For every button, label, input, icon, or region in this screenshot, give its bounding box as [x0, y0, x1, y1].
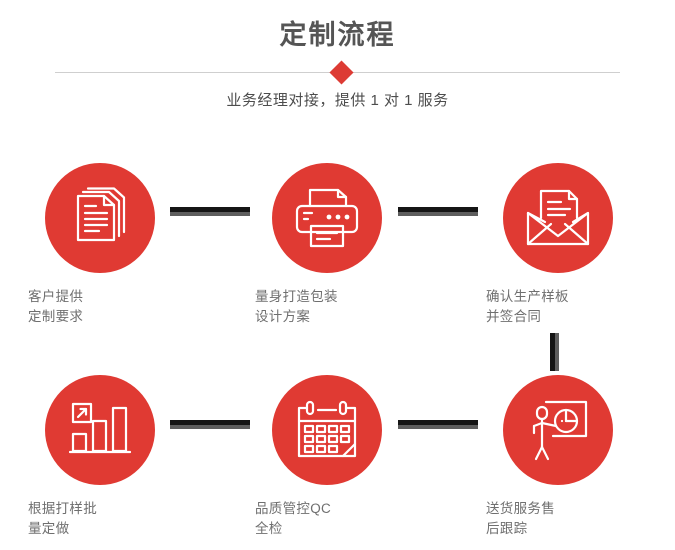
- step-4-label-line1: 根据打样批: [28, 501, 97, 516]
- step-3-label-line2: 并签合同: [486, 309, 542, 324]
- flow-step-4[interactable]: 根据打样批 量定做: [5, 375, 155, 539]
- step-3-circle[interactable]: [503, 163, 613, 273]
- header-section: 定制流程 业务经理对接，提供 1 对 1 服务: [0, 0, 675, 130]
- step-6-label-line2: 后跟踪: [486, 521, 528, 536]
- step-4-label-line2: 量定做: [28, 521, 70, 536]
- step-4-circle[interactable]: [45, 375, 155, 485]
- step-1-label: 客户提供 定制要求: [28, 287, 158, 327]
- step-2-label-line2: 设计方案: [255, 309, 311, 324]
- flow-step-3[interactable]: 确认生产样板 并签合同: [463, 163, 613, 327]
- step-5-label-line1: 品质管控QC: [255, 501, 332, 516]
- flow-step-2[interactable]: 量身打造包装 设计方案: [232, 163, 382, 327]
- connector-bar-dark: [550, 333, 555, 371]
- step-3-label-line1: 确认生产样板: [486, 289, 569, 304]
- connector-bar-dark: [398, 420, 478, 425]
- step-6-label-line1: 送货服务售: [486, 501, 555, 516]
- step-1-circle[interactable]: [45, 163, 155, 273]
- connector-bar-gray: [398, 212, 478, 216]
- step-1-label-line2: 定制要求: [28, 309, 84, 324]
- connector-bar-gray: [398, 425, 478, 429]
- step-1-label-line1: 客户提供: [28, 289, 84, 304]
- title-divider: [55, 60, 620, 85]
- diamond-icon: [329, 60, 354, 85]
- step-2-label: 量身打造包装 设计方案: [255, 287, 385, 327]
- step-2-label-line1: 量身打造包装: [255, 289, 338, 304]
- connector-step2-step3: [398, 207, 478, 216]
- flow-step-6[interactable]: 送货服务售 后跟踪: [463, 375, 613, 539]
- flow-step-1[interactable]: 客户提供 定制要求: [5, 163, 155, 327]
- calendar-icon: [295, 400, 359, 460]
- step-4-label: 根据打样批 量定做: [28, 499, 158, 539]
- connector-bar-gray: [555, 333, 559, 371]
- connector-bar-dark: [170, 207, 250, 212]
- connector-step5-step6: [398, 420, 478, 429]
- bar-chart-growth-icon: [69, 400, 131, 460]
- step-5-circle[interactable]: [272, 375, 382, 485]
- connector-step3-step6: [550, 333, 559, 371]
- connector-step4-step5: [170, 420, 250, 429]
- page-title: 定制流程: [279, 20, 396, 50]
- printer-icon: [294, 187, 360, 249]
- step-5-label: 品质管控QC 全检: [255, 499, 385, 539]
- step-2-circle[interactable]: [272, 163, 382, 273]
- flow-step-5[interactable]: 品质管控QC 全检: [232, 375, 382, 539]
- page-subtitle: 业务经理对接，提供 1 对 1 服务: [226, 92, 449, 109]
- presenter-pie-chart-icon: [526, 399, 590, 461]
- connector-bar-gray: [170, 212, 250, 216]
- connector-step1-step2: [170, 207, 250, 216]
- documents-icon: [68, 186, 132, 250]
- connector-bar-dark: [170, 420, 250, 425]
- connector-bar-dark: [398, 207, 478, 212]
- step-5-label-line2: 全检: [255, 521, 283, 536]
- envelope-document-icon: [525, 188, 591, 248]
- connector-bar-gray: [170, 425, 250, 429]
- step-3-label: 确认生产样板 并签合同: [486, 287, 616, 327]
- process-flow: 客户提供 定制要求: [0, 150, 675, 550]
- step-6-label: 送货服务售 后跟踪: [486, 499, 616, 539]
- step-6-circle[interactable]: [503, 375, 613, 485]
